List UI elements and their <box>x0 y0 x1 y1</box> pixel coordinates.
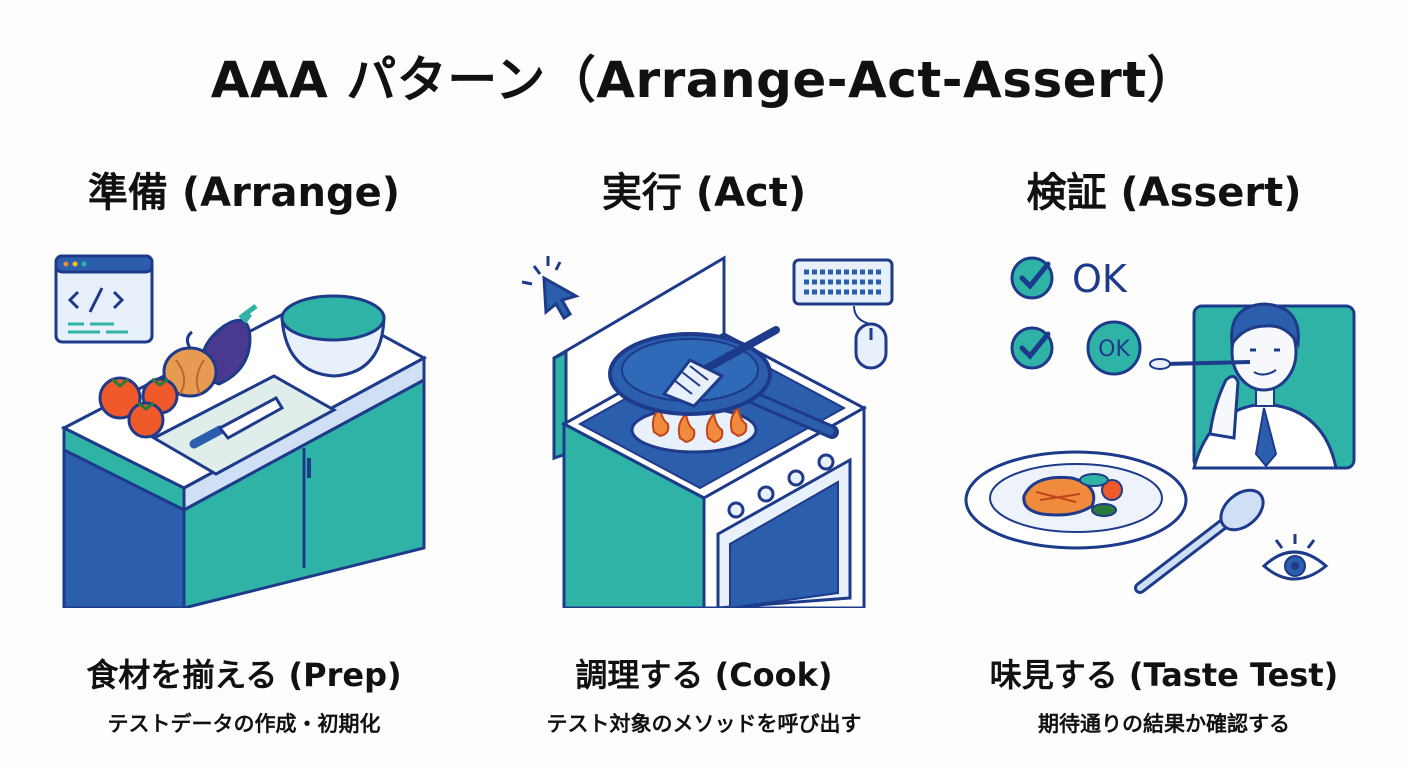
step-description: テストデータの作成・初期化 <box>107 712 381 736</box>
step-caption: 調理する (Cook) <box>575 656 833 694</box>
step-arrange: 準備 (Arrange) <box>24 160 464 738</box>
act-illustration <box>521 255 894 608</box>
step-caption: 食材を揃える (Prep) <box>86 656 402 694</box>
step-act: 実行 (Act) <box>484 160 924 738</box>
assert-illustration: OK OK <box>964 256 1356 594</box>
spoon-icon <box>1134 488 1265 594</box>
person-tasting-icon <box>1149 302 1356 470</box>
step-description: テスト対象のメソッドを呼び出す <box>546 712 862 736</box>
step-heading: 準備 (Arrange) <box>87 170 401 216</box>
ok-label: OK <box>1072 257 1128 301</box>
arrange-illustration <box>54 254 428 608</box>
spatula-icon <box>661 326 780 408</box>
bowl-icon <box>280 294 386 378</box>
mouse-icon <box>853 305 888 370</box>
tomato-icon <box>98 376 179 439</box>
ok-badge-label: OK <box>1098 337 1130 362</box>
page-title: AAA パターン（Arrange-Act-Assert） <box>210 51 1198 109</box>
code-window-icon <box>54 254 154 344</box>
keyboard-icon <box>792 258 894 306</box>
step-description: 期待通りの結果か確認する <box>1038 712 1290 736</box>
eye-icon <box>1261 534 1329 581</box>
step-heading: 検証 (Assert) <box>1026 170 1302 216</box>
step-assert: 検証 (Assert) OK OK <box>944 160 1384 738</box>
step-heading: 実行 (Act) <box>601 170 807 216</box>
plate-icon <box>964 450 1188 550</box>
step-caption: 味見する (Taste Test) <box>989 656 1339 694</box>
onion-icon <box>162 330 218 398</box>
check-icon <box>1010 256 1054 370</box>
cursor-click-icon <box>521 256 580 321</box>
ok-badge <box>1086 320 1142 376</box>
knife-icon <box>189 396 285 449</box>
